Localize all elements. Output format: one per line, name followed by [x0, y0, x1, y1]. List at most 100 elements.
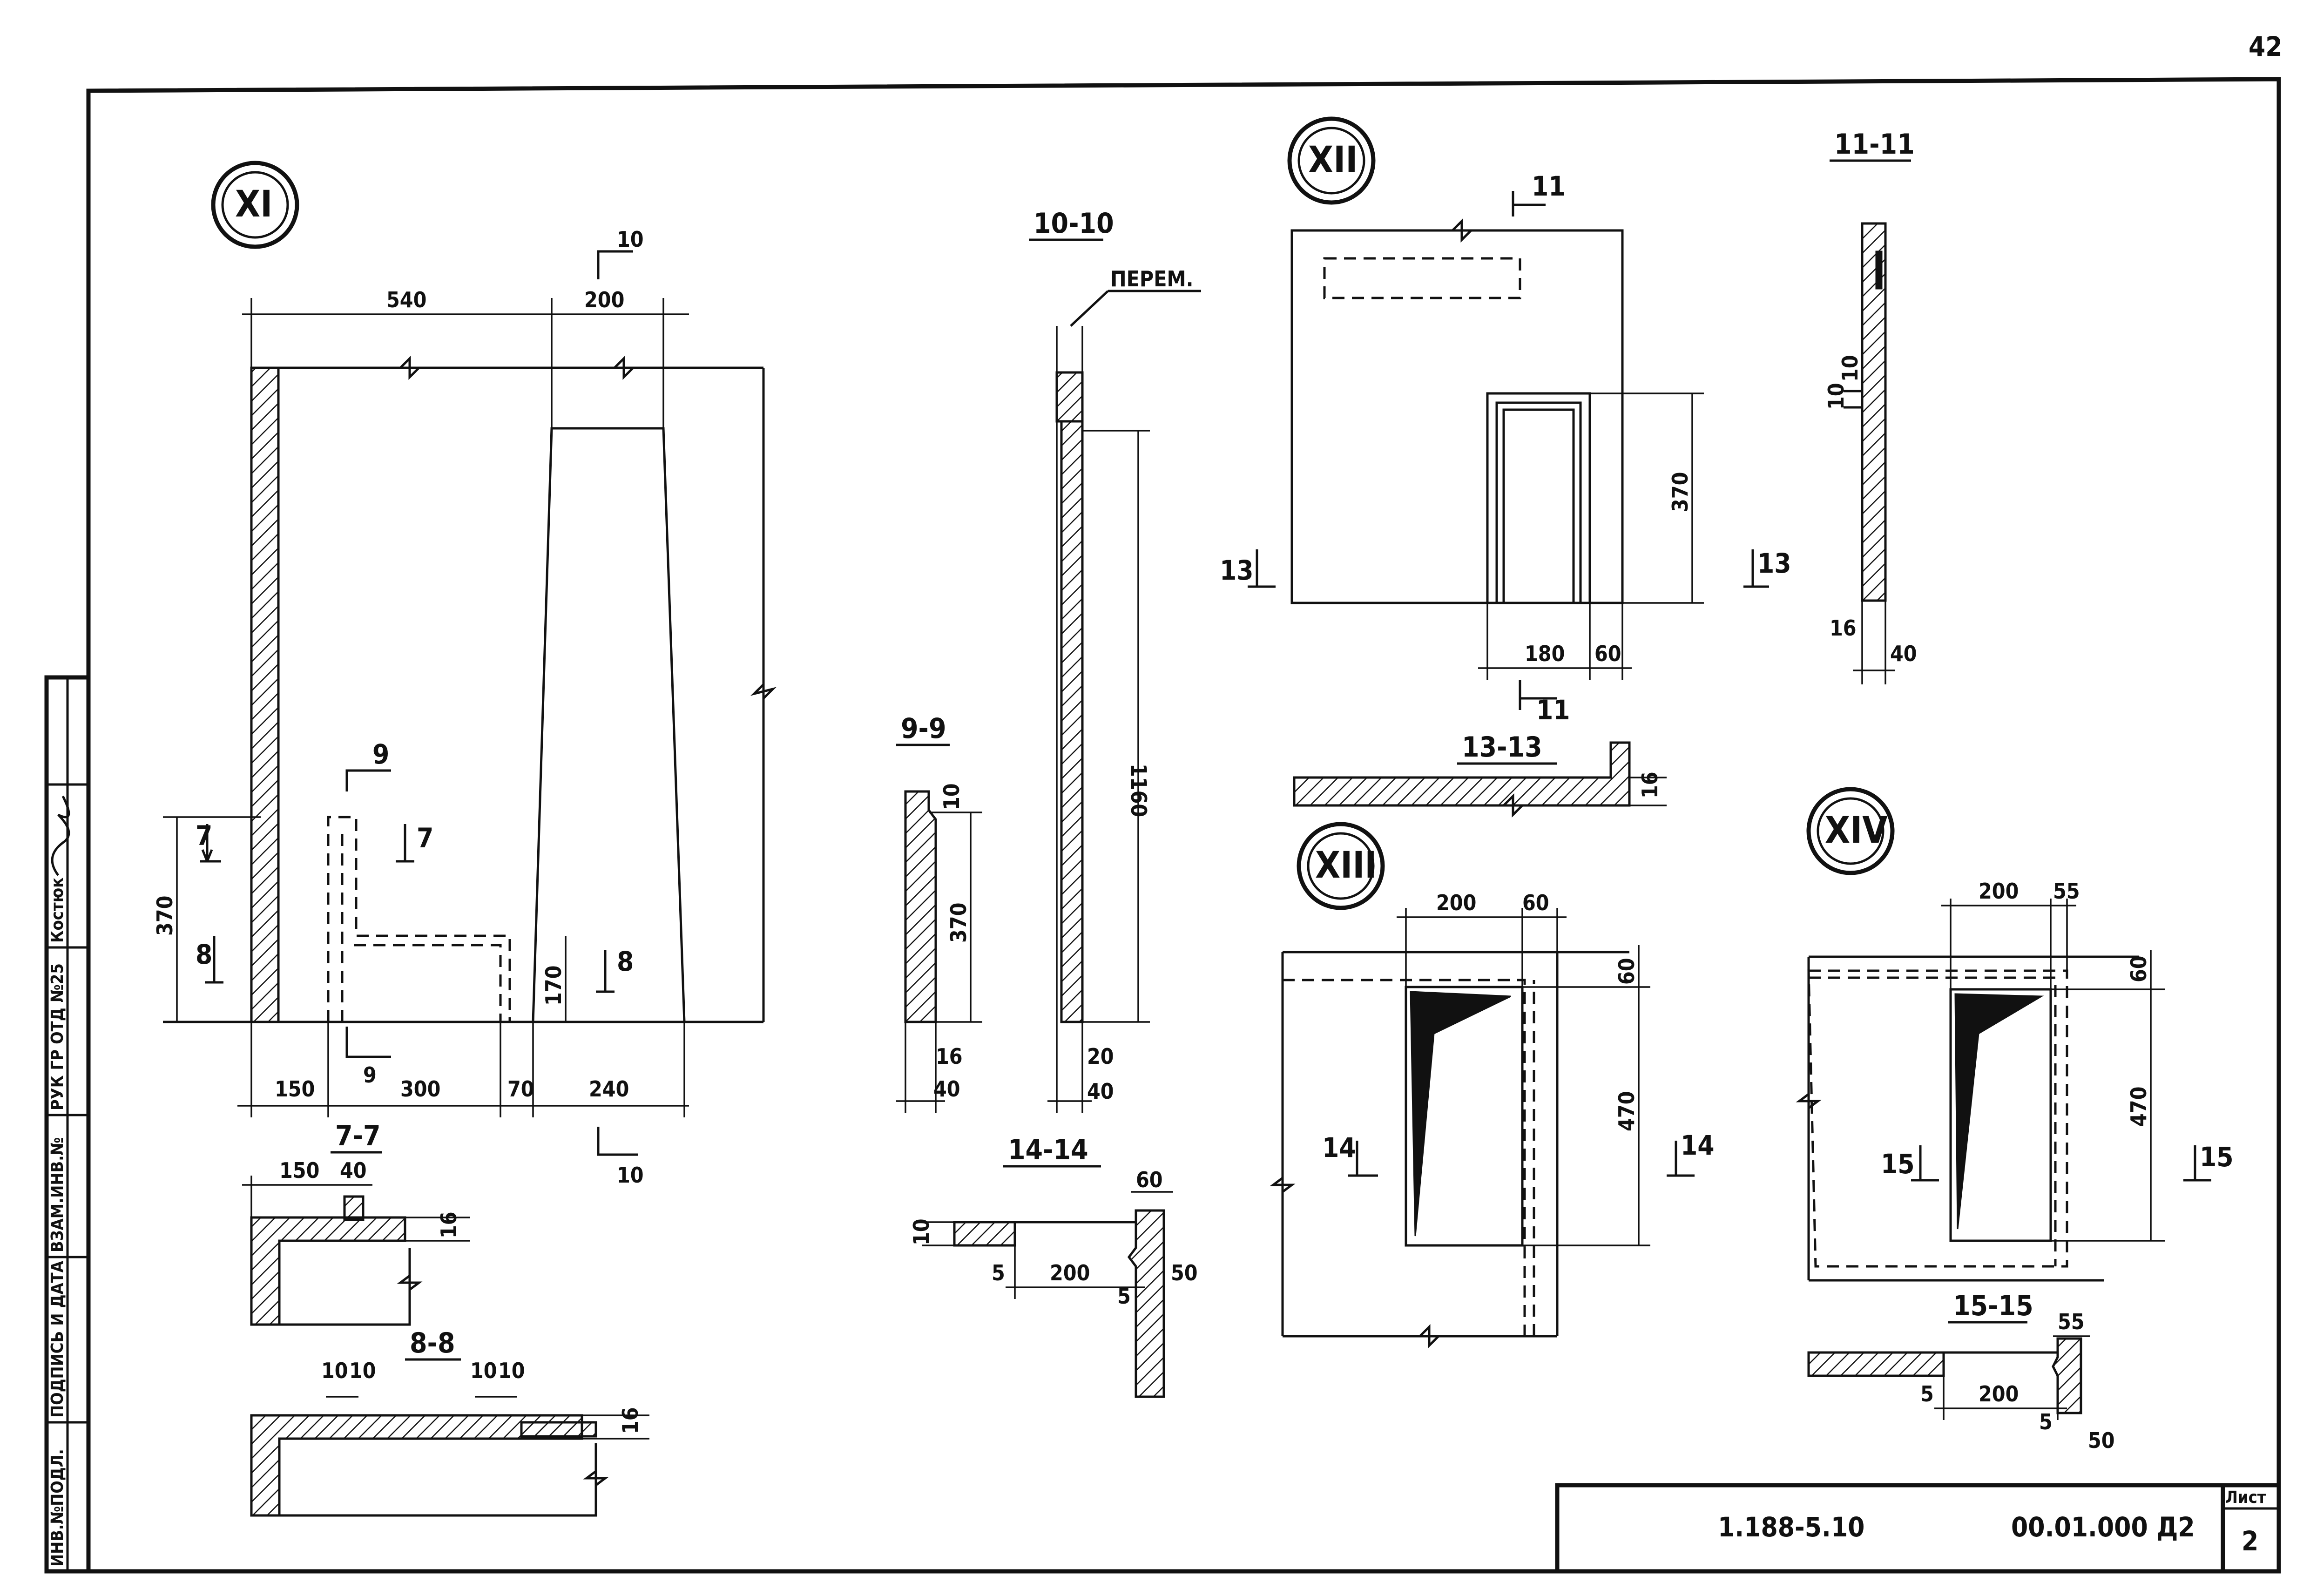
s1010-dim-20: 20 [1087, 1044, 1114, 1069]
dim-240: 240 [589, 1076, 629, 1102]
section-14-14: 14-14 60 10 5 200 5 50 [909, 1134, 1198, 1398]
s1111-dim-16: 16 [1830, 615, 1857, 641]
s1414-dim-60: 60 [1136, 1167, 1163, 1192]
sheet-number: 2 [2242, 1525, 2258, 1557]
s1414-dim-50: 50 [1171, 1260, 1198, 1285]
s88-dim-10c: 10 [470, 1358, 497, 1383]
s99-dim-370: 370 [946, 903, 971, 943]
door-frame [1486, 392, 1591, 603]
s1515-dim-50: 50 [2088, 1428, 2115, 1453]
cut-9-top: 9 [372, 738, 389, 770]
cut-15-right: 15 [2200, 1141, 2234, 1173]
xiii-dim-60: 60 [1522, 890, 1549, 915]
s1515-dim-55: 55 [2058, 1309, 2085, 1334]
section-9-9-title: 9-9 [901, 712, 946, 745]
wall-left [250, 366, 280, 1023]
stamp-field-vzam: ВЗАМ.ИНВ.№ [48, 1137, 67, 1252]
cut-13-right: 13 [1757, 548, 1791, 579]
detail-xiv-label: XIV [1825, 810, 1888, 852]
signature-mark [51, 795, 70, 876]
s99-dim-16: 16 [936, 1044, 963, 1069]
section-8-8-title: 8-8 [410, 1327, 455, 1359]
cut-10-bottom: 10 [617, 1163, 644, 1188]
cut-14-right: 14 [1681, 1129, 1715, 1161]
dim-170: 170 [541, 966, 566, 1006]
s88-dim-16: 16 [618, 1407, 643, 1434]
section-14-14-title: 14-14 [1008, 1134, 1088, 1166]
stamp-field-name: Костюк [48, 878, 67, 943]
s1515-dim-200: 200 [1979, 1381, 2019, 1407]
section-13-13: 13-13 16 [1293, 731, 1667, 818]
s88-dim-10d: 10 [498, 1358, 525, 1383]
s1414-dim-5b: 5 [1117, 1284, 1131, 1309]
stamp-field-ruk: РУК ГР ОТД №25 [48, 963, 67, 1110]
s77-dim-40: 40 [340, 1158, 367, 1183]
section-15-15: 15-15 55 5 200 5 50 [1807, 1290, 2115, 1453]
s99-dim-10: 10 [939, 783, 964, 810]
cut-13-left: 13 [1220, 555, 1254, 586]
s1313-dim-16: 16 [1637, 771, 1662, 798]
s1010-dim-1160: 1160 [1126, 764, 1151, 817]
cut-8-left: 8 [196, 939, 212, 970]
s88-dim-10b: 10 [349, 1358, 376, 1383]
document-code: 00.01.000 Д2 [2011, 1511, 2195, 1543]
recess-dashed [327, 816, 511, 1022]
sheet-label: Лист [2225, 1488, 2266, 1507]
dim-540: 540 [386, 287, 426, 312]
section-10-10: 10-10 ПЕРЕМ. 1160 20 40 [1029, 207, 1201, 1113]
cut-7-right: 7 [417, 822, 433, 854]
cut-15-left: 15 [1881, 1148, 1915, 1180]
s1414-dim-10: 10 [909, 1218, 934, 1245]
note-perem: ПЕРЕМ. [1110, 266, 1193, 291]
xiii-splay [1410, 991, 1511, 1237]
xii-dim-370: 370 [1668, 472, 1693, 512]
section-11-11-title: 11-11 [1834, 128, 1915, 161]
s1111-dim-10a: 10 [1824, 383, 1849, 410]
cut-11-bottom: 11 [1536, 694, 1570, 726]
detail-xii: XII 370 180 60 11 11 13 13 [1220, 116, 1791, 726]
cut-7-left: 7 [196, 820, 212, 852]
xiv-dim-200: 200 [1979, 879, 2019, 904]
xiii-dim-60b: 60 [1614, 958, 1639, 985]
dim-200: 200 [584, 287, 624, 312]
detail-xi: XI 540 200 10 370 7 7 8 [152, 161, 777, 1188]
detail-xii-label: XII [1308, 139, 1358, 181]
detail-xiii: XIII 200 60 60 470 14 14 [1270, 822, 1715, 1349]
detail-xi-label: XI [235, 183, 272, 225]
xii-dim-60: 60 [1594, 641, 1621, 666]
section-10-10-title: 10-10 [1033, 207, 1114, 240]
s88-dim-10a: 10 [321, 1358, 348, 1383]
xiv-dim-60: 60 [2126, 955, 2151, 982]
section-11-11: 11-11 10 10 16 40 [1824, 128, 1917, 684]
cut-10-top: 10 [617, 227, 644, 252]
page-number: 42 [2249, 31, 2283, 62]
s1111-dim-40: 40 [1890, 641, 1917, 666]
s1515-dim-5a: 5 [1920, 1381, 1934, 1407]
section-9-9: 9-9 10 370 16 40 [896, 712, 982, 1113]
s1515-dim-5b: 5 [2039, 1409, 2053, 1434]
s1010-dim-40: 40 [1087, 1079, 1114, 1104]
stamp-field-inv: ИНВ.№ПОДЛ. [48, 1449, 67, 1567]
xii-dim-180: 180 [1525, 641, 1565, 666]
section-8-8: 8-8 10 10 10 10 16 [250, 1327, 649, 1517]
s1414-dim-5a: 5 [992, 1260, 1005, 1285]
title-block: 1.188-5.10 00.01.000 Д2 Лист 2 [1555, 1483, 2281, 1574]
cut-9-bottom: 9 [363, 1062, 377, 1088]
xiv-dim-55: 55 [2053, 879, 2080, 904]
xiv-dim-470: 470 [2126, 1087, 2151, 1127]
section-15-15-title: 15-15 [1953, 1290, 2033, 1322]
section-13-13-title: 13-13 [1462, 731, 1542, 764]
detail-xiv: XIV 200 55 60 470 15 15 [1796, 787, 2234, 1282]
s77-dim-16: 16 [436, 1211, 461, 1238]
xiii-dim-200: 200 [1436, 890, 1476, 915]
detail-xiii-label: XIII [1315, 845, 1377, 886]
xiii-dim-470: 470 [1614, 1091, 1639, 1131]
xiv-splay [1954, 993, 2044, 1230]
stamp-field-sign: ПОДПИСЬ И ДАТА [48, 1261, 67, 1418]
section-7-7: 7-7 150 40 16 [242, 1120, 470, 1326]
section-7-7-title: 7-7 [335, 1120, 381, 1152]
dim-70: 70 [507, 1076, 534, 1102]
series-number: 1.188-5.10 [1718, 1511, 1864, 1543]
dim-370: 370 [152, 896, 177, 936]
